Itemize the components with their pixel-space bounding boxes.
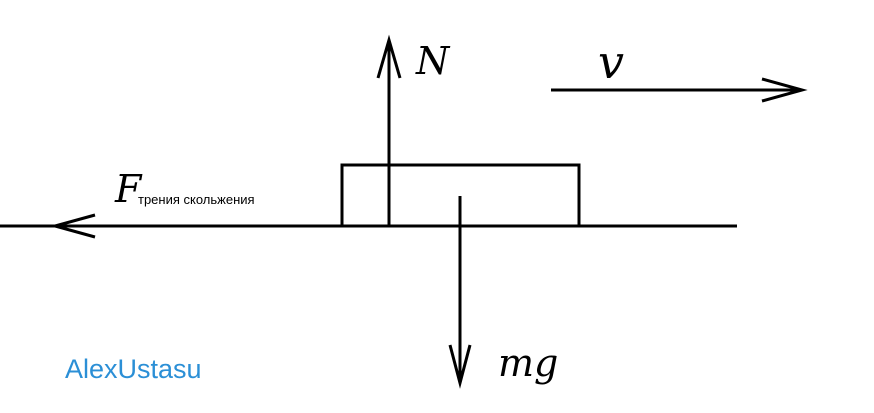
velocity-label: v [598,35,624,89]
normal-force-arrowhead [376,34,402,79]
normal-force-label: N [415,39,451,83]
gravity-arrowhead [448,344,472,389]
watermark-author: AlexUstasu [65,354,202,384]
friction-arrowhead [49,213,96,239]
friction-label-sub: трения скольжения [138,192,255,207]
velocity-arrowhead [761,77,808,103]
friction-label-main: F [114,167,143,211]
gravity-label: mg [498,341,558,385]
